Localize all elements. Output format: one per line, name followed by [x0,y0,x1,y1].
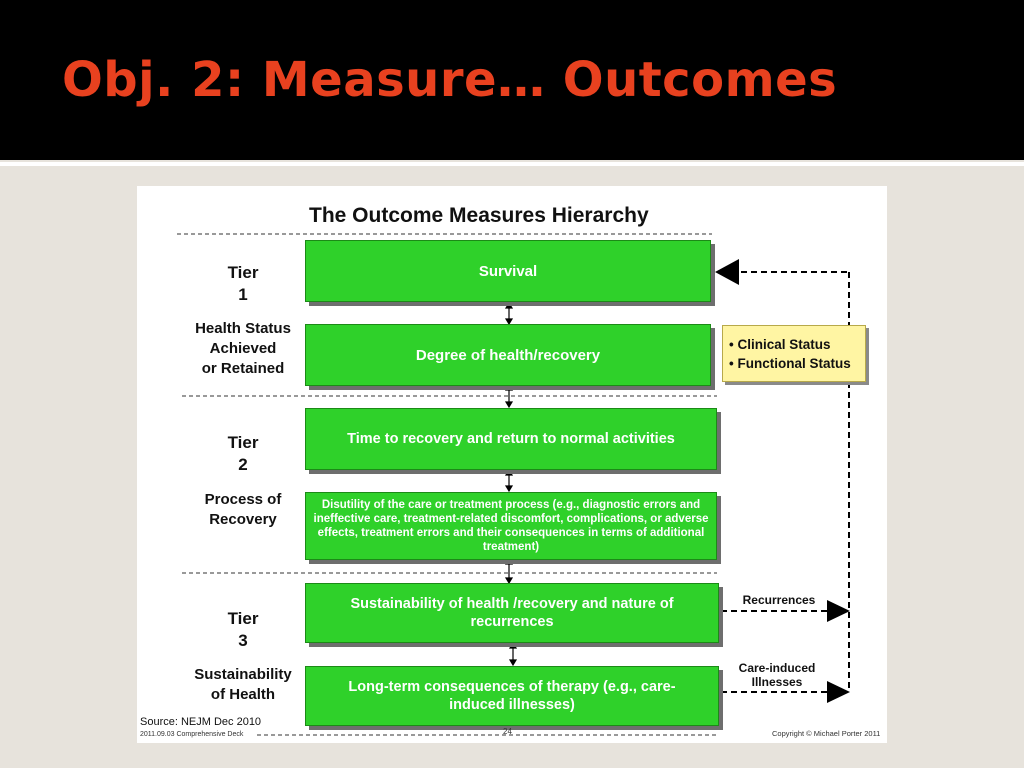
illnesses-line: Illnesses [751,675,803,689]
degree-of-health-box-text: Degree of health/recovery [415,346,601,364]
page-number: 24 [503,727,512,736]
tier-2-word: Tier [227,433,259,452]
long-term-consequences-box: Long-term consequences of therapy (e.g.,… [305,666,719,726]
care-induced-line: Care-induced [738,661,816,675]
tier-2-number: 2 [238,455,248,474]
tier-1-desc-line: or Retained [201,360,285,377]
disutility-box: Disutility of the care or treatment proc… [305,492,717,560]
disutility-box-text: Disutility of the care or treatment proc… [313,499,709,553]
tier-3-desc-line: of Health [210,686,276,703]
tier-3-description: Sustainability of Health [177,665,309,705]
care-induced-arrowhead [827,681,850,703]
double-arrow-5 [508,641,518,667]
recurrences-arrowhead [827,600,850,622]
time-to-recovery-box-text: Time to recovery and return to normal ac… [347,431,675,447]
survival-box: Survival [305,240,711,302]
outcome-hierarchy-figure: The Outcome Measures Hierarchy Tier 1 He… [137,186,887,743]
status-callout: • Clinical Status • Functional Status [722,325,866,382]
tier-1-desc-line: Achieved [209,340,277,357]
tier-2-desc-line: Process of [204,491,282,508]
sustainability-box: Sustainability of health /recovery and n… [305,583,719,643]
copyright-note: Copyright © Michael Porter 2011 [772,729,881,738]
tier-1-description: Health Status Achieved or Retained [177,319,309,379]
tier-2-desc-line: Recovery [209,511,277,528]
survival-box-text: Survival [478,262,538,280]
tier-3-number: 3 [238,631,248,650]
tier-3-label: Tier 3 [207,608,279,652]
double-arrow-3 [504,468,514,493]
clinical-status-item: • Clinical Status [729,337,831,352]
functional-status-item: • Functional Status [729,356,851,371]
tier-3-word: Tier [227,609,259,628]
double-arrow-4 [504,557,514,585]
care-induced-label: Care-induced Illnesses [731,661,823,689]
tier-1-number: 1 [238,285,248,304]
connector-layer [177,233,850,736]
double-arrow-1 [504,301,514,326]
figure-title: The Outcome Measures Hierarchy [309,204,649,227]
feedback-loop [715,259,850,703]
feedback-arrowhead [715,259,739,285]
degree-of-health-box: Degree of health/recovery [305,324,711,386]
tier-2-description: Process of Recovery [177,490,309,530]
footer-left-note: 2011.09.03 Comprehensive Deck [140,731,244,738]
header-divider [0,162,1024,166]
time-to-recovery-box: Time to recovery and return to normal ac… [305,408,717,470]
source-note: Source: NEJM Dec 2010 [140,716,262,728]
double-arrow-2 [504,383,514,409]
recurrences-label: Recurrences [733,593,825,607]
recurrences-label-text: Recurrences [742,593,816,607]
tier-1-label: Tier 1 [207,262,279,306]
slide-header: Obj. 2: Measure… Outcomes [0,0,1024,160]
tier-1-desc-line: Health Status [195,320,291,337]
tier-3-desc-line: Sustainability [194,666,292,683]
tier-1-word: Tier [227,263,259,282]
slide-title: Obj. 2: Measure… Outcomes [62,52,838,108]
long-term-consequences-box-text: Long-term consequences of therapy (e.g.,… [348,679,676,713]
tier-2-label: Tier 2 [207,432,279,476]
sustainability-box-text: Sustainability of health /recovery and n… [350,596,674,630]
